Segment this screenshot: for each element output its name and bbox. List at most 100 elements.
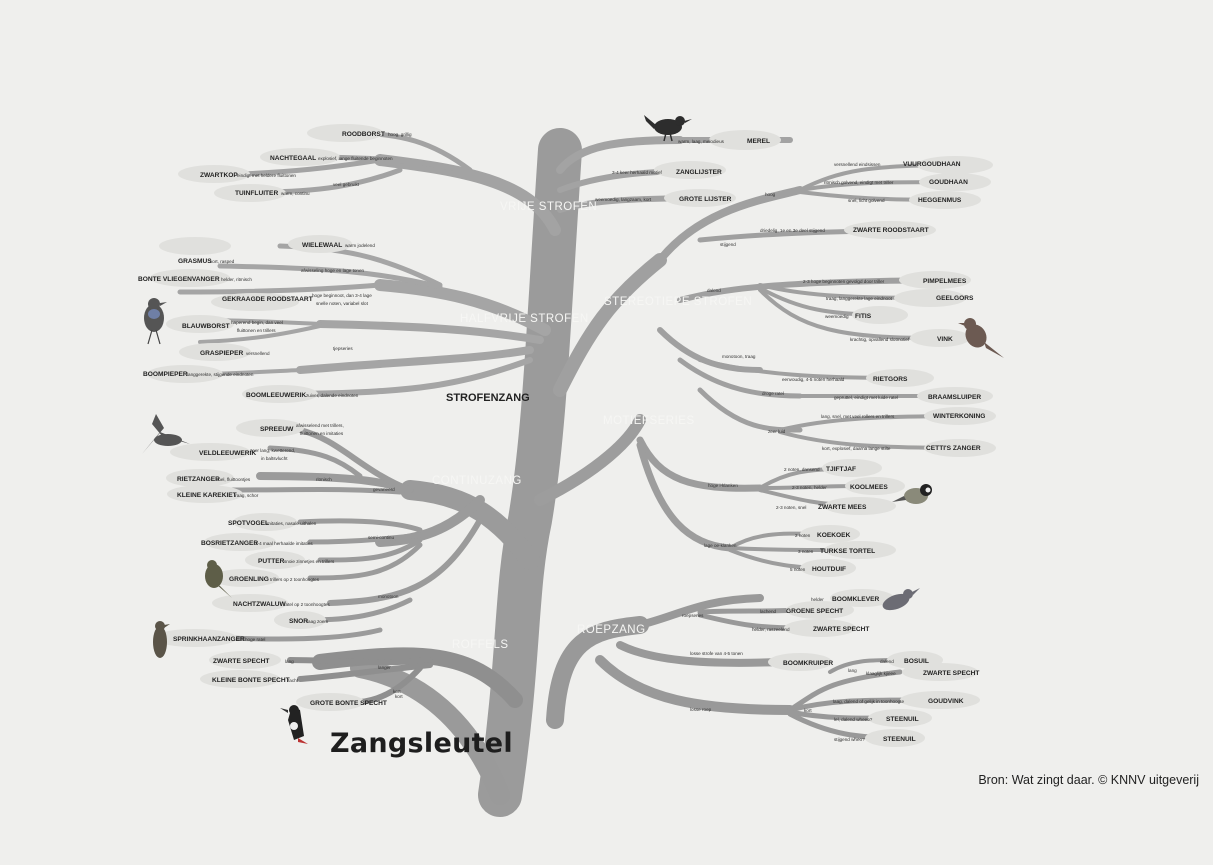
species-desc: laag zoem [307, 619, 328, 624]
branch-continuzang [400, 480, 540, 570]
leaf [288, 235, 352, 253]
branch-word: monotoon [378, 594, 399, 599]
species-desc: 2-3 noten, helder [792, 485, 827, 490]
branch-word: gevarieerd [373, 487, 395, 492]
species-name: HOUTDUIF [812, 566, 846, 573]
leaf [924, 407, 996, 425]
leaf [822, 459, 882, 477]
species-name: BOOMLEEUWERIK [246, 392, 306, 399]
branch-word: tjepseries [333, 346, 353, 351]
leaf [274, 611, 326, 629]
species-desc: lang [285, 659, 294, 664]
species-name: SPOTVOGEL [228, 520, 269, 527]
branch-word: stijgend [720, 242, 736, 247]
species-name: ZWARTE SPECHT [813, 626, 869, 633]
group-roep: ROEPZANG [577, 624, 646, 636]
great-tit-icon [892, 484, 932, 504]
leaf [800, 525, 860, 543]
species-desc: snelle noten, variabel slot [316, 301, 369, 306]
leaf [919, 173, 991, 191]
branch-word: lang [848, 668, 857, 673]
leaf [147, 365, 223, 383]
branch-roepzang [546, 616, 649, 729]
species-desc: hoge ratel [245, 637, 265, 642]
leaf [200, 670, 280, 688]
group-continu: CONTINUZANG [432, 475, 522, 487]
species-name: VINK [937, 336, 953, 343]
species-name: WIELEWAAL [302, 242, 342, 249]
species-desc: haperend begin, dan veel [231, 320, 283, 325]
species-name: WINTERKONING [933, 413, 985, 420]
branch-word: roepseries [682, 613, 704, 618]
bird-illustrations [142, 115, 1004, 744]
species-name: PUTTER [258, 558, 285, 565]
species-desc: kort [395, 694, 403, 699]
species-name: SPRINKHAANZANGER [173, 636, 245, 643]
species-desc: eindigt met heldere fluittonen [237, 173, 296, 178]
species-desc: explosief, lange fluitende beginnoten [318, 156, 393, 161]
leaf [166, 315, 234, 333]
species-desc: lang, snel, met veel rollers en trillers [821, 414, 895, 419]
species-name: GRASMUS [178, 258, 212, 265]
leaf [296, 693, 364, 711]
species-name: KLEINE KAREKIET [177, 492, 237, 499]
species-name: ZWARTE SPECHT [923, 670, 979, 677]
species-name: GEELGORS [936, 295, 974, 302]
branch-word: hoge i-klanken [708, 483, 738, 488]
species-name: BOSUIL [904, 658, 929, 665]
species-desc: trillers op 2 toonhoogtes [270, 577, 320, 582]
species-name: BOSRIETZANGER [201, 540, 258, 547]
species-name: BOOMKRUIPER [783, 660, 833, 667]
leaf [868, 709, 932, 727]
branch-halfvrije [374, 279, 551, 336]
group-roffels: ROFFELS [452, 639, 509, 651]
leaf [170, 443, 250, 461]
leaf [784, 619, 856, 637]
species-desc: eenvoudig, 4-5 noten herhaald [782, 377, 845, 382]
leaf [902, 663, 978, 681]
leaf [917, 387, 993, 405]
leaf [245, 551, 305, 569]
species-desc: warm, continu [281, 191, 310, 196]
species-name: GOUDVINK [928, 698, 964, 705]
species-name: ZANGLIJSTER [676, 169, 722, 176]
nuthatch-icon [882, 588, 920, 611]
leaf [211, 569, 279, 587]
species-name: GEKRAAGDE ROODSTAART [222, 296, 313, 303]
group-stereotiepe: STEREOTIEPE STROFEN [604, 296, 752, 308]
greenfinch-icon [205, 560, 232, 598]
species-desc: 2-4 maal herhaalde imitaties [255, 541, 313, 546]
branch-stereotiepe [553, 253, 667, 397]
species-desc: gepruttel, eindigt met luide ratel [834, 395, 898, 400]
leaf [900, 691, 980, 709]
species-desc: 2 noten [795, 533, 811, 538]
branch-word: veel gebruikt [333, 182, 360, 187]
branch-word: droge ratel [762, 391, 784, 396]
leaf [917, 156, 993, 174]
leaf [865, 729, 925, 747]
leaf [844, 221, 936, 239]
leaf [212, 594, 288, 612]
species-name: STEENUIL [886, 716, 919, 723]
species-name: KOEKOEK [817, 532, 851, 539]
species-name: HEGGENMUS [918, 197, 962, 204]
leaf [260, 148, 340, 166]
species-name: SPREEUW [260, 426, 294, 433]
species-desc: krachtig, opvallend slotmotief [850, 337, 910, 342]
leaf [800, 559, 856, 577]
species-desc: traag, langgerekte lage eindnoot [826, 296, 893, 301]
species-desc: snel, licht golvend [848, 198, 885, 203]
species-name: GROTE BONTE SPECHT [310, 700, 387, 707]
species-desc: 2-3 noten, snel [776, 505, 806, 510]
leaf [924, 439, 996, 457]
species-name: TURKSE TORTEL [820, 548, 875, 555]
leaf [242, 385, 318, 403]
species-name: NACHTZWALUW [233, 601, 287, 608]
species-desc: helder [811, 597, 824, 602]
woodpecker-icon [280, 705, 308, 744]
branch-word: kort [804, 708, 812, 713]
species-desc: imitaties, nasale uithalen [266, 521, 317, 526]
species-name: RIETZANGER [177, 476, 220, 483]
species-desc: hoge beginnoot, dan 3-4 lage [312, 293, 372, 298]
